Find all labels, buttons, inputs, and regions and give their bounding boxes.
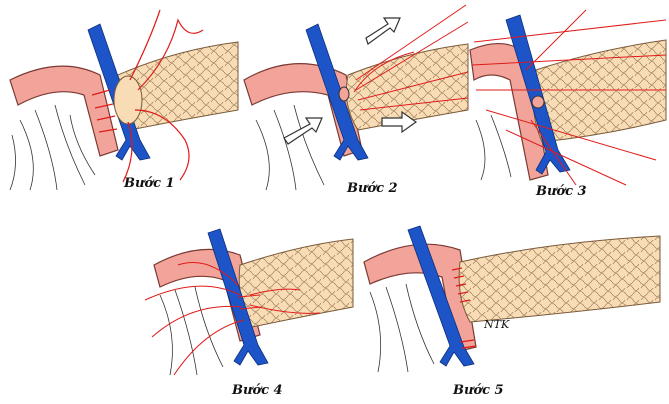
step-3-panel — [466, 10, 669, 200]
step-5-panel — [360, 222, 665, 382]
pancreas — [533, 40, 666, 142]
pancreas — [459, 236, 660, 322]
step-4-panel — [140, 225, 355, 385]
anastomosis-site — [532, 96, 544, 108]
step-2-caption: Bước 2 — [347, 181, 398, 196]
mesentery-folds — [10, 105, 95, 190]
arrow-icon — [284, 118, 322, 144]
arrow-icon — [366, 18, 400, 44]
step-5-caption: Bước 5 — [453, 383, 504, 398]
mesentery-folds — [370, 284, 434, 372]
pancreatic-stump — [114, 76, 142, 124]
step-3-caption: Bước 3 — [536, 184, 587, 199]
mesentery-folds — [476, 115, 511, 180]
intestine-loop — [10, 66, 118, 156]
ntk-annotation: NTK — [484, 318, 509, 331]
anastomosis-site — [339, 87, 349, 101]
mesentery-folds — [160, 287, 223, 375]
step-4-caption: Bước 4 — [232, 383, 283, 398]
pancreas — [239, 239, 353, 327]
step-2-panel — [236, 0, 471, 200]
step-1-panel — [0, 0, 240, 200]
step-1-caption: Bước 1 — [124, 176, 175, 191]
